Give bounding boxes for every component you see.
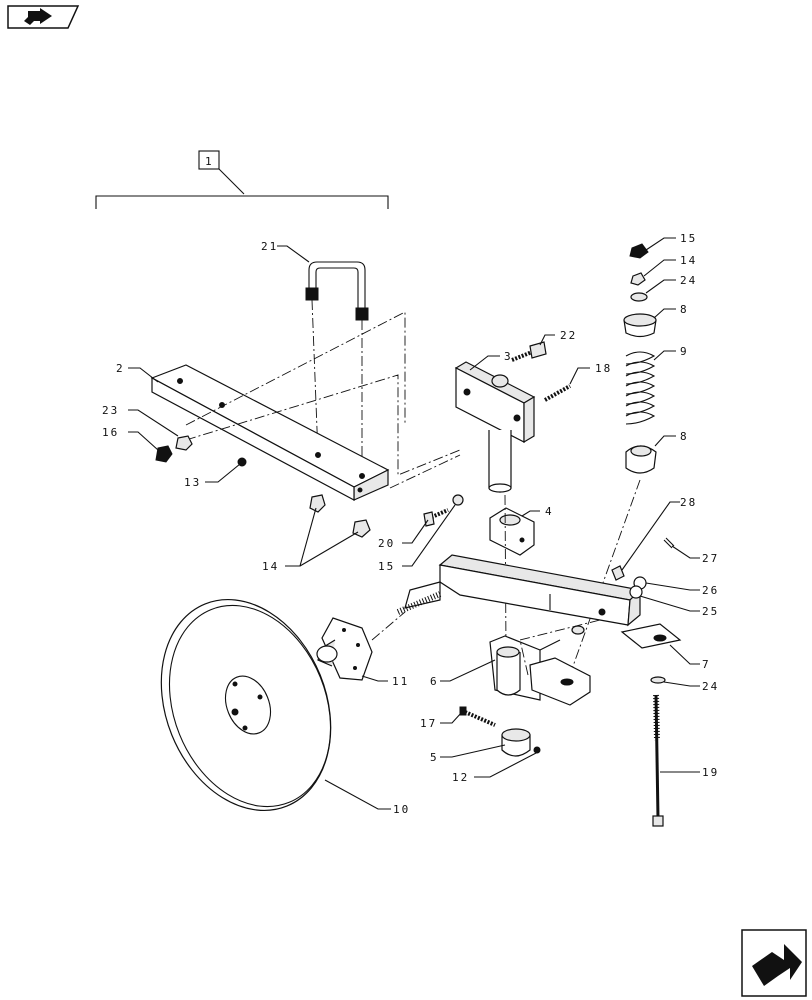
callout-15-top: 15 <box>680 232 697 245</box>
u-bolt-part <box>305 261 369 475</box>
callout-4: 4 <box>545 505 554 518</box>
callout-14: 14 <box>262 560 279 573</box>
mounting-bracket-part <box>150 364 390 502</box>
callout-18: 18 <box>595 362 612 375</box>
callout-28: 28 <box>680 496 697 509</box>
callout-26: 26 <box>702 584 719 597</box>
callout-23: 23 <box>102 404 119 417</box>
bolt-parts <box>423 341 571 527</box>
collar-parts <box>459 706 541 757</box>
callout-11: 11 <box>392 675 409 688</box>
spring-assembly-part <box>623 243 657 474</box>
callout-15: 15 <box>378 560 395 573</box>
callout-7: 7 <box>702 658 711 671</box>
callout-24-top: 24 <box>680 274 697 287</box>
callout-24-bottom: 24 <box>702 680 719 693</box>
callout-5: 5 <box>430 751 439 764</box>
callout-labels: 21 2 23 16 13 14 3 22 18 4 20 15 15 14 2… <box>102 232 719 816</box>
callout-17: 17 <box>420 717 437 730</box>
back-arrow-icon[interactable] <box>7 5 80 29</box>
callout-20: 20 <box>378 537 395 550</box>
main-arm-part <box>396 554 682 649</box>
callout-21: 21 <box>261 240 278 253</box>
next-arrow-icon[interactable] <box>741 929 807 997</box>
assembly-label: 1 <box>205 155 214 168</box>
callout-22: 22 <box>560 329 577 342</box>
callout-16: 16 <box>102 426 119 439</box>
pin-parts <box>611 537 675 599</box>
leader-lines <box>128 237 700 810</box>
pivot-housing-part <box>489 635 591 706</box>
callout-8-top: 8 <box>680 303 689 316</box>
callout-13: 13 <box>184 476 201 489</box>
callout-2: 2 <box>116 362 125 375</box>
assembly-bracket: 1 <box>95 150 389 209</box>
callout-3: 3 <box>504 350 513 363</box>
callout-8-bottom: 8 <box>680 430 689 443</box>
callout-12: 12 <box>452 771 469 784</box>
hub-part <box>316 617 373 681</box>
callout-9: 9 <box>680 345 689 358</box>
long-bolt-part <box>650 676 666 827</box>
clamp-block-part <box>489 507 535 556</box>
callout-27: 27 <box>702 552 719 565</box>
callout-14-top: 14 <box>680 254 697 267</box>
callout-25: 25 <box>702 605 719 618</box>
nut-parts <box>155 435 371 538</box>
callout-10: 10 <box>393 803 410 816</box>
pivot-plate-part <box>454 361 536 493</box>
callout-6: 6 <box>430 675 439 688</box>
callout-19: 19 <box>702 766 719 779</box>
disc-part <box>160 598 332 812</box>
